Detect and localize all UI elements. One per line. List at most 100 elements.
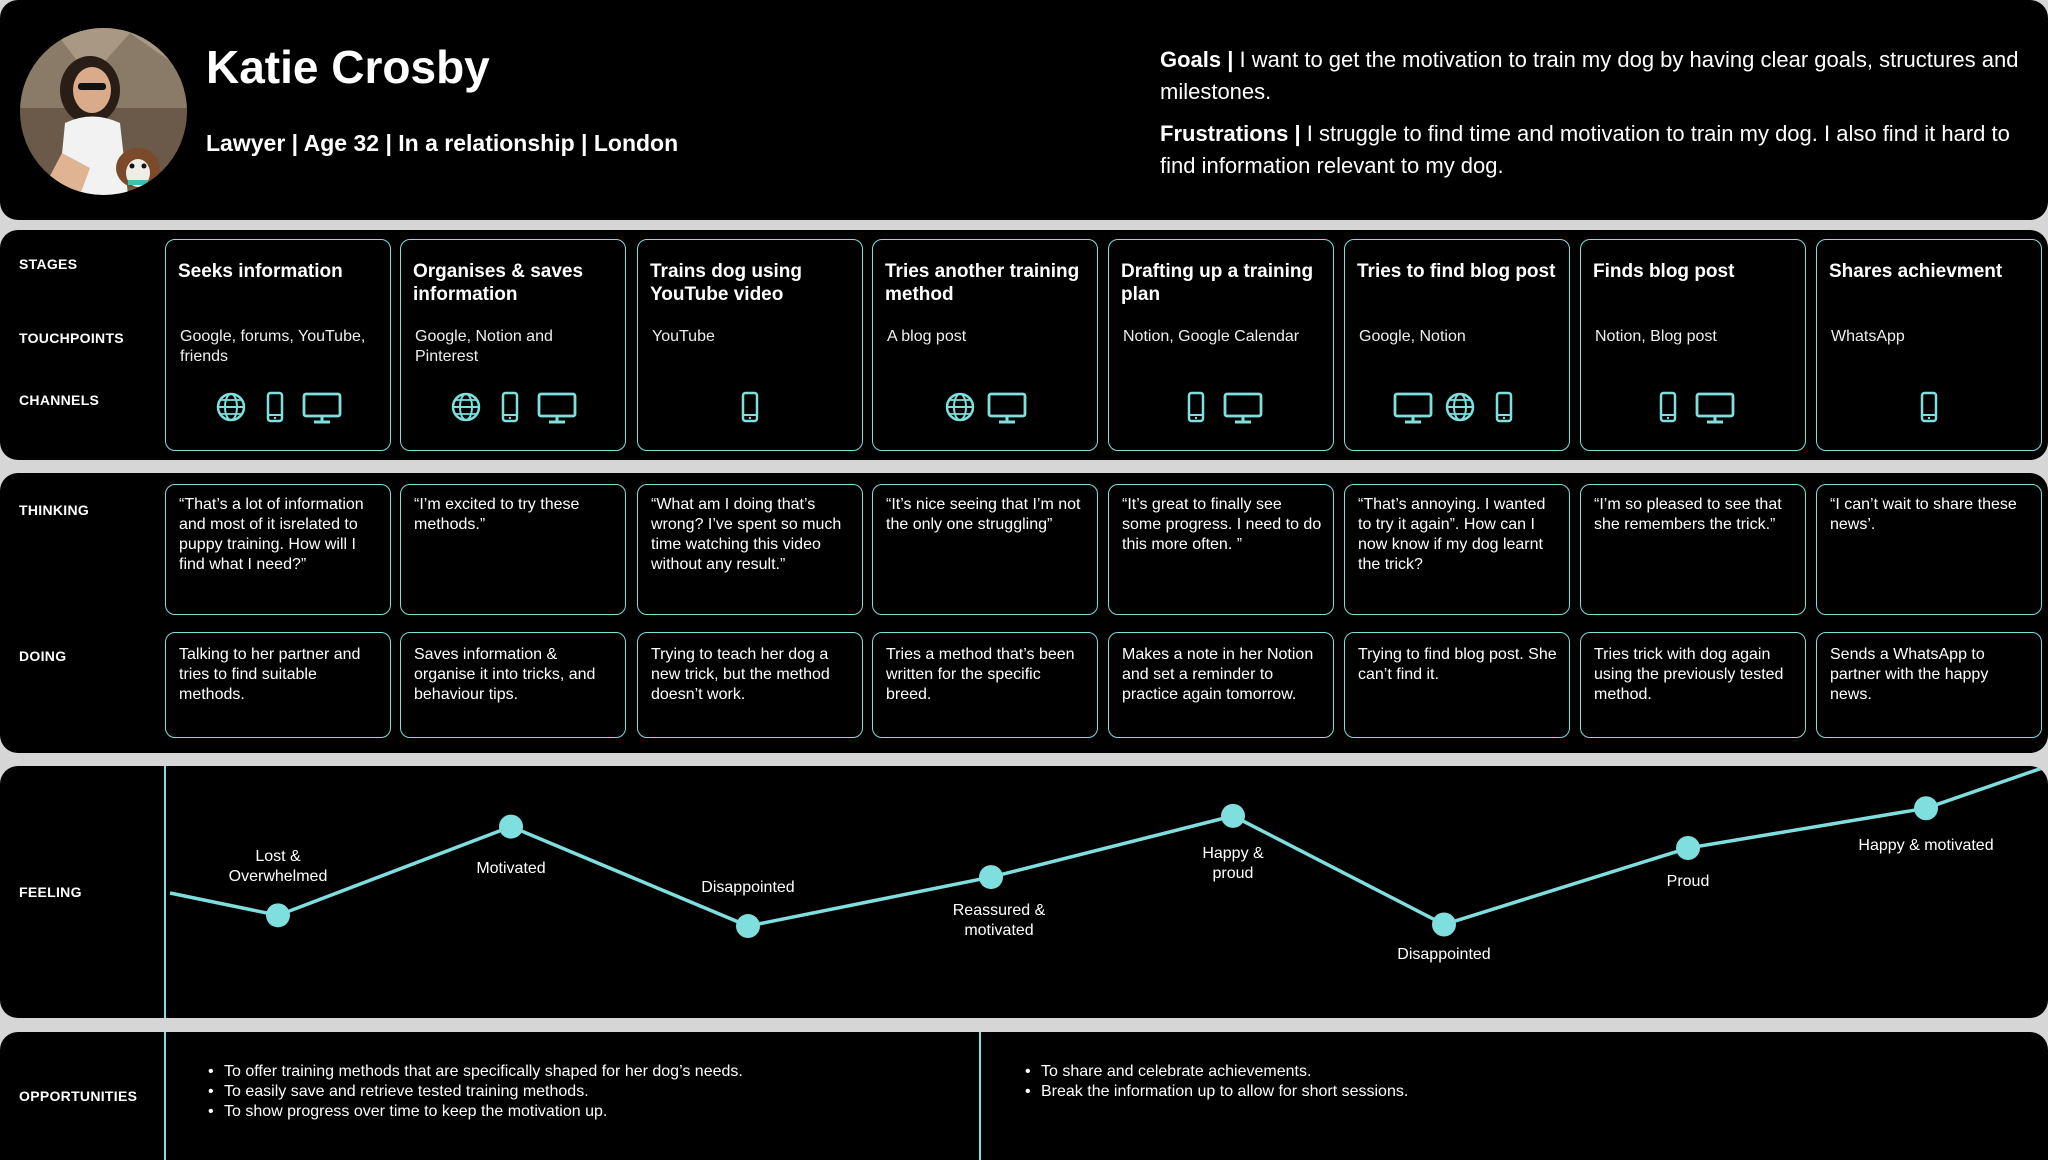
row-label-opportunities: OPPORTUNITIES — [19, 1088, 138, 1104]
stage-touchpoints: Google, Notion and Pinterest — [415, 328, 553, 365]
stage-title: Shares achievment — [1829, 261, 2003, 282]
feeling-label: Motivated — [476, 859, 546, 877]
globe-icon — [214, 390, 248, 429]
stage-title: Tries to find blog post — [1357, 261, 1556, 282]
feeling-point — [736, 914, 760, 939]
opportunities-divider-middle — [979, 1032, 981, 1160]
frustrations-text: I struggle to find time and motivation t… — [1160, 121, 2010, 178]
stage-channels — [1109, 390, 1333, 429]
doing-text: Trying to teach her dog a new trick, but… — [651, 646, 830, 703]
frustrations-label: Frustrations | — [1160, 121, 1301, 146]
stages-panel: STAGES TOUCHPOINTS CHANNELS Seeks inform… — [0, 230, 2048, 460]
stage-title: Trains dog using YouTube video — [650, 261, 803, 305]
doing-card: Makes a note in her Notion and set a rem… — [1108, 632, 1334, 738]
stage-touchpoints: YouTube — [652, 328, 715, 345]
stage-card: Shares achievment WhatsApp — [1816, 239, 2042, 451]
stage-channels — [873, 390, 1097, 429]
thinking-card: “I’m excited to try these methods.” — [400, 484, 626, 615]
desktop-icon — [987, 390, 1027, 429]
desktop-icon — [537, 390, 577, 429]
stage-touchpoints: Google, Notion — [1359, 328, 1466, 345]
row-label-thinking: THINKING — [19, 502, 90, 518]
row-label-stages: STAGES — [19, 256, 78, 272]
doing-card: Trying to find blog post. She can’t find… — [1344, 632, 1570, 738]
opportunities-list-right: To share and celebrate achievements.Brea… — [1023, 1062, 1408, 1102]
doing-text: Tries trick with dog again using the pre… — [1594, 646, 1784, 703]
thinking-card: “It’s nice seeing that I’m not the only … — [872, 484, 1098, 615]
thinking-card: “That’s a lot of information and most of… — [165, 484, 391, 615]
feeling-divider — [164, 766, 166, 1018]
persona-details: Lawyer | Age 32 | In a relationship | Lo… — [206, 130, 679, 156]
desktop-icon — [1695, 390, 1735, 429]
stage-title: Seeks information — [178, 261, 343, 282]
thinking-text: “That’s a lot of information and most of… — [179, 496, 364, 573]
goals-text: I want to get the motivation to train my… — [1160, 47, 2019, 104]
stage-channels — [166, 390, 390, 429]
row-label-channels: CHANNELS — [19, 392, 100, 408]
stage-channels — [1345, 390, 1569, 429]
feeling-label: Lost & Overwhelmed — [228, 848, 328, 886]
feeling-point — [1432, 912, 1456, 937]
stage-card: Organises & saves information Google, No… — [400, 239, 626, 451]
persona-frustrations: Frustrations | I struggle to find time a… — [1160, 118, 2020, 182]
phone-icon — [733, 390, 767, 429]
goals-label: Goals | — [1160, 47, 1234, 72]
persona-avatar — [20, 28, 187, 195]
feeling-curve — [169, 766, 2048, 939]
thinking-card: “It’s great to finally see some progress… — [1108, 484, 1334, 615]
opportunity-item: Break the information up to allow for sh… — [1025, 1082, 1408, 1102]
thinking-text: “I’m excited to try these methods.” — [414, 496, 580, 533]
doing-text: Trying to find blog post. She can’t find… — [1358, 646, 1557, 683]
doing-text: Makes a note in her Notion and set a rem… — [1122, 646, 1314, 703]
doing-card: Saves information & organise it into tri… — [400, 632, 626, 738]
feeling-label: Disappointed — [701, 879, 795, 897]
opportunity-item: To easily save and retrieve tested train… — [208, 1082, 743, 1102]
persona-goals: Goals | I want to get the motivation to … — [1160, 44, 2020, 108]
stage-title: Organises & saves information — [413, 261, 584, 305]
desktop-icon — [1223, 390, 1263, 429]
row-label-doing: DOING — [19, 648, 67, 664]
thinking-text: “It’s great to finally see some progress… — [1122, 496, 1322, 553]
thinking-text: “I can’t wait to share these news’. — [1830, 496, 2017, 533]
stage-title: Tries another training method — [885, 261, 1080, 305]
doing-card: Tries trick with dog again using the pre… — [1580, 632, 1806, 738]
thinking-card: “I’m so pleased to see that she remember… — [1580, 484, 1806, 615]
feeling-point — [979, 865, 1003, 890]
globe-icon — [1443, 390, 1477, 429]
doing-text: Talking to her partner and tries to find… — [179, 646, 361, 703]
feeling-point — [1676, 836, 1700, 861]
thinking-text: “It’s nice seeing that I’m not the only … — [886, 496, 1081, 533]
stage-touchpoints: Notion, Blog post — [1595, 328, 1717, 345]
phone-icon — [1487, 390, 1521, 429]
thinking-text: “That’s annoying. I wanted to try it aga… — [1358, 496, 1546, 573]
doing-text: Saves information & organise it into tri… — [414, 646, 596, 703]
stage-touchpoints: Notion, Google Calendar — [1123, 328, 1300, 345]
stage-channels — [1581, 390, 1805, 429]
feeling-label: Happy & motivated — [1858, 837, 1994, 855]
thinking-text: “What am I doing that’s wrong? I’ve spen… — [651, 496, 842, 573]
doing-text: Tries a method that’s been written for t… — [886, 646, 1075, 703]
phone-icon — [258, 390, 292, 429]
feeling-label: Disappointed — [1397, 945, 1491, 963]
stage-touchpoints: WhatsApp — [1831, 328, 1905, 345]
stage-card: Seeks information Google, forums, YouTub… — [165, 239, 391, 451]
desktop-icon — [1393, 390, 1433, 429]
feeling-label: Proud — [1666, 873, 1710, 891]
stage-channels — [1817, 390, 2041, 429]
feeling-point — [1221, 803, 1245, 828]
phone-icon — [493, 390, 527, 429]
doing-card: Trying to teach her dog a new trick, but… — [637, 632, 863, 738]
opportunities-divider-left — [164, 1032, 166, 1160]
thinking-card: “What am I doing that’s wrong? I’ve spen… — [637, 484, 863, 615]
feeling-point — [499, 814, 523, 839]
phone-icon — [1651, 390, 1685, 429]
row-label-feeling: FEELING — [19, 884, 82, 900]
stage-card: Finds blog post Notion, Blog post — [1580, 239, 1806, 451]
stage-touchpoints: Google, forums, YouTube, friends — [180, 328, 366, 365]
persona-panel: Katie Crosby Lawyer | Age 32 | In a rela… — [0, 0, 2048, 220]
feeling-point — [266, 903, 290, 928]
opportunity-item: To offer training methods that are speci… — [208, 1062, 743, 1082]
doing-card: Tries a method that’s been written for t… — [872, 632, 1098, 738]
opportunities-panel: OPPORTUNITIES To offer training methods … — [0, 1032, 2048, 1160]
